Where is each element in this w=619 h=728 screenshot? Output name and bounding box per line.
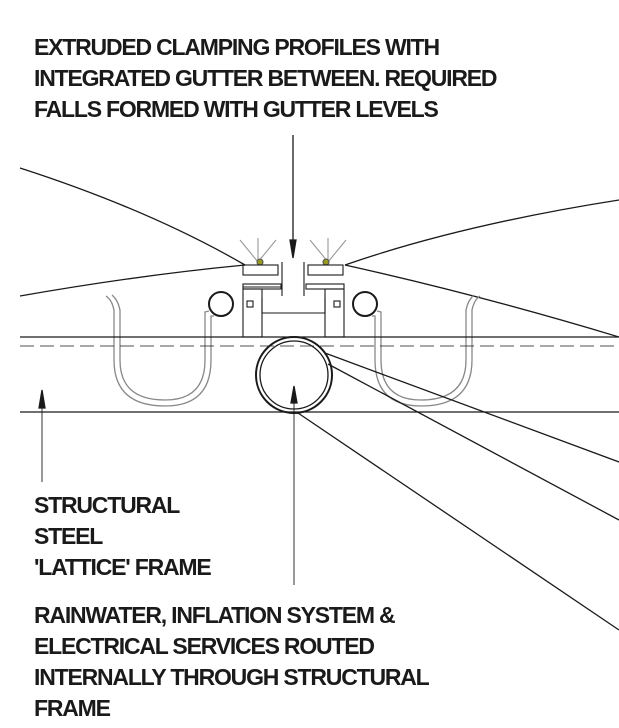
- right-hose: [372, 294, 481, 407]
- left-pipe: [208, 291, 234, 317]
- services-note: RAINWATER, INFLATION SYSTEM & ELECTRICAL…: [34, 600, 430, 724]
- lattice-member-3: [297, 412, 619, 631]
- frame-note-line: 'LATTICE' FRAME: [34, 554, 212, 580]
- clamping-profiles: [239, 238, 347, 338]
- right-pipe: [352, 291, 378, 317]
- frame-note: STRUCTURAL STEEL 'LATTICE' FRAME: [34, 490, 212, 583]
- top-note-line: INTEGRATED GUTTER BETWEEN. REQUIRED: [34, 65, 498, 91]
- top-arrowhead: [289, 239, 297, 259]
- top-note: EXTRUDED CLAMPING PROFILES WITH INTEGRAT…: [34, 32, 498, 125]
- top-note-line: EXTRUDED CLAMPING PROFILES WITH: [34, 34, 440, 60]
- services-note-line: ELECTRICAL SERVICES ROUTED: [34, 633, 375, 659]
- frame-note-line: STEEL: [34, 523, 103, 549]
- services-note-line: RAINWATER, INFLATION SYSTEM &: [34, 602, 396, 628]
- right-cushion-upper: [344, 199, 619, 266]
- frame-note-line: STRUCTURAL: [34, 492, 180, 518]
- frame-arrowhead: [38, 389, 46, 409]
- services-arrowhead: [290, 385, 298, 404]
- left-hose: [105, 294, 214, 407]
- lattice-member-2: [327, 363, 619, 521]
- lattice-member-1: [324, 352, 619, 463]
- left-cushion-lower: [19, 264, 246, 297]
- top-note-line: FALLS FORMED WITH GUTTER LEVELS: [34, 96, 439, 122]
- services-note-line: INTERNALLY THROUGH STRUCTURAL: [34, 664, 430, 690]
- right-cushion-lower: [344, 264, 619, 338]
- services-note-line: FRAME: [34, 695, 111, 721]
- left-cushion-upper: [19, 167, 246, 266]
